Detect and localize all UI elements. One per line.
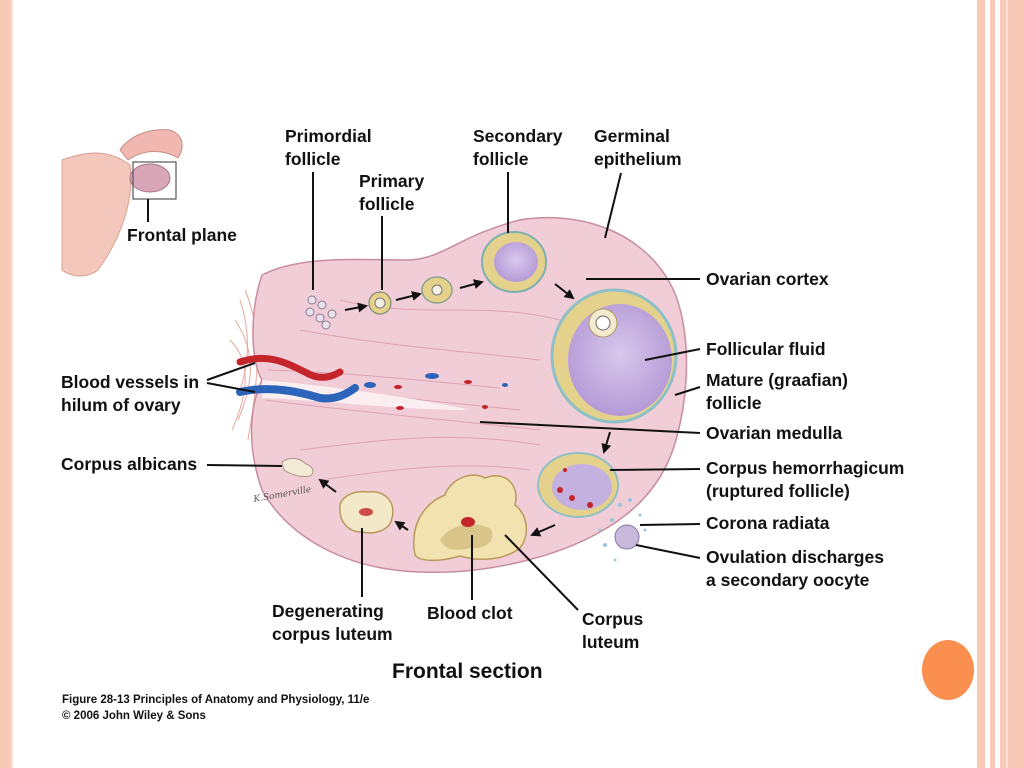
frontal-plane-box: [132, 161, 177, 200]
corpus-hemorrhagicum: [537, 452, 619, 518]
figure-title: Frontal section: [392, 660, 543, 683]
label-corpus-hemorrhagicum: Corpus hemorrhagicum (ruptured follicle): [706, 458, 905, 501]
inset-uterus: [61, 129, 183, 277]
corpus-luteum: [413, 474, 527, 562]
label-corpus-albicans: Corpus albicans: [61, 454, 198, 474]
slide-accent-dot: [922, 640, 974, 700]
primary-follicle: [368, 291, 392, 315]
label-blood-clot: Blood clot: [427, 603, 513, 623]
label-blood-vessels: Blood vessels in hilum of ovary: [61, 372, 200, 415]
hilum-cleft: [262, 380, 470, 410]
label-ovulation: Ovulation discharges a secondary oocyte: [706, 547, 884, 590]
blood-vessels: [236, 354, 508, 410]
label-follicular-fluid: Follicular fluid: [706, 339, 826, 359]
slide-frame-right-stripe: [977, 0, 985, 768]
label-frontal-plane: Frontal plane: [127, 225, 237, 245]
figure-credit-line: Figure 28-13 Principles of Anatomy and P…: [62, 694, 370, 706]
label-corpus-luteum: Corpus luteum: [582, 609, 644, 652]
corpus-albicans: [281, 457, 314, 477]
slide-frame-right-highlight: [1006, 0, 1008, 768]
label-germinal-epithelium: Germinal epithelium: [594, 126, 682, 169]
label-secondary-follicle: Secondary follicle: [473, 126, 563, 169]
label-corona-radiata: Corona radiata: [706, 513, 830, 533]
label-ovarian-cortex: Ovarian cortex: [706, 269, 829, 289]
degenerating-corpus-luteum: [339, 490, 394, 534]
slide-frame-right-stripe: [990, 0, 995, 768]
leader-lines: [206, 172, 701, 611]
slide-frame-right-stripe: [1000, 0, 1024, 768]
label-ovarian-medulla: Ovarian medulla: [706, 423, 843, 443]
label-primary-follicle: Primary follicle: [359, 171, 425, 214]
label-mature-follicle: Mature (graafian) follicle: [706, 370, 848, 413]
primordial-follicle-cluster: [305, 295, 337, 330]
label-degenerating-corpus-luteum: Degenerating corpus luteum: [272, 601, 393, 644]
label-primordial-follicle: Primordial follicle: [285, 126, 372, 169]
copyright-line: © 2006 John Wiley & Sons: [62, 710, 206, 722]
development-arrows: [318, 279, 612, 537]
growing-follicle: [421, 276, 453, 304]
slide-frame-left-highlight: [11, 0, 13, 768]
secondary-oocyte: [598, 498, 647, 562]
slide-frame-left: [0, 0, 11, 768]
secondary-follicle: [481, 231, 547, 293]
mature-graafian-follicle: [550, 288, 678, 424]
